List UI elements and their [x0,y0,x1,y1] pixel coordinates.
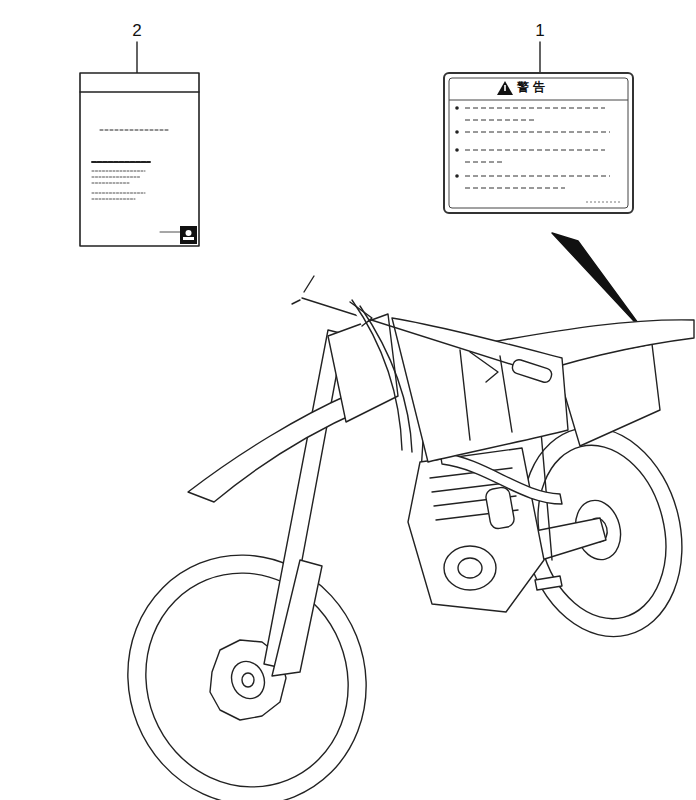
pointer-wedge [552,233,646,334]
motorcycle-drawing [90,276,696,800]
warning-heading: 警 告 [517,80,545,94]
leader-line [136,42,137,73]
callout-number: 1 [535,22,544,39]
callout-number: 2 [132,22,141,39]
label-markings [445,74,632,212]
manual-figure [80,73,199,246]
warning-label: 警 告 [443,72,634,214]
leader-line [539,42,540,72]
